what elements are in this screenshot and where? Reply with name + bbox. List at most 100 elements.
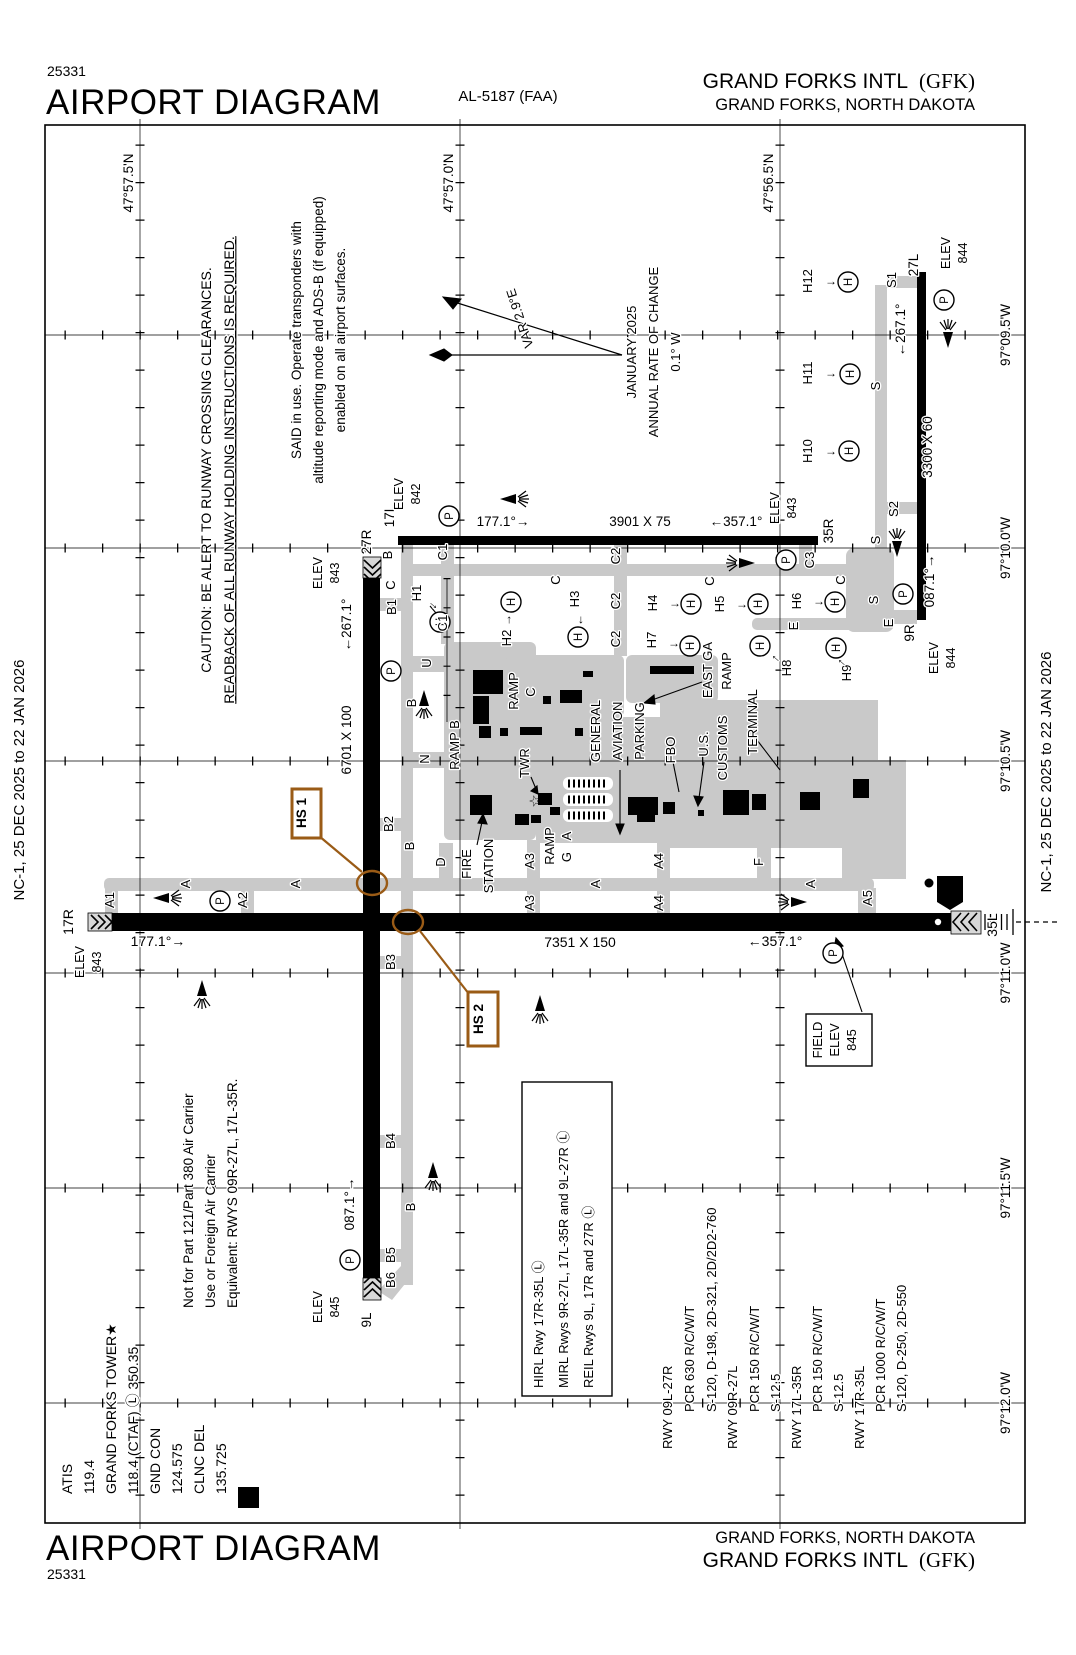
map-label: B [380,551,395,560]
hold-sign-label: A5 [941,886,953,900]
transponder-note: SAID in use. Operate transponders with [289,221,304,459]
map-label: A4 [651,853,666,869]
city-top: GRAND FORKS, NORTH DAKOTA [715,96,975,114]
arrow: → [425,595,443,613]
map-label: H12 [800,269,815,293]
hotspots [290,787,500,1048]
graticule [45,119,1025,1529]
parking-symbol: P [775,549,797,571]
threshold-27R [362,556,382,584]
parking-symbol: P [892,583,914,605]
ramp-label: RAMP [719,652,734,690]
pcr-note: S-120, D-250, 2D-550 [894,1285,909,1412]
map-label: B2 [381,816,396,832]
helipad-symbol: H [567,626,589,648]
map-label: C1 [435,544,450,561]
d-atis-box [238,1487,259,1508]
arrow: → [736,597,748,611]
map-label: H2 [499,630,514,647]
carrier-note: Use or Foreign Air Carrier [203,1154,218,1308]
parking-rows [563,777,613,822]
svg-text:P: P [345,1256,357,1264]
pcr-note: S-12.5 [768,1374,783,1412]
chart-number-bottom: 25331 [47,1566,86,1582]
svg-text:P: P [444,512,456,520]
edition-note-left: NC-1, 25 DEC 2025 to 22 JAN 2026 [11,660,28,901]
ramp-label: RAMP B [447,720,462,770]
transponder-note: enabled on all airport surfaces. [333,248,348,433]
map-label: H6 [789,593,804,610]
helipad-symbol: H [825,637,847,659]
map-label: A [559,831,574,840]
field-elev: ELEV [827,1023,842,1057]
svg-text:H: H [755,642,767,650]
map-label: A4 [651,895,666,911]
runway-id: 9R [902,624,917,642]
svg-text:P: P [828,949,840,957]
fire-station-label: STATION [481,839,496,893]
city-bottom: GRAND FORKS, NORTH DAKOTA [715,1529,975,1547]
arrow: → [825,366,837,380]
ga-parking-label: PARKING [632,702,647,760]
map-label: C2 [608,548,623,565]
parking-symbol: P [822,942,844,964]
arrow: → [669,596,681,610]
map-label: H1 [409,585,424,602]
field-elev-box [805,1013,873,1067]
airport-id-top: (GFK) [919,69,975,93]
map-label: A [588,879,603,888]
customs-label: CUSTOMS [715,715,730,780]
comm-freq: GRAND FORKS TOWER★ [103,1323,119,1494]
map-label: 843 [785,498,799,519]
map-label: S1 [884,272,899,288]
pcr-note: RWY 17L-35R [789,1366,804,1449]
map-label: H9 [839,665,854,682]
map-label: ELEV [311,556,325,589]
threshold-9L [362,1273,382,1301]
map-label: B3 [383,954,398,970]
map-label: A1 [102,892,117,908]
airport-name-top: GRAND FORKS INTL [703,70,908,93]
map-label: A [288,879,303,888]
field-elev: 845 [844,1029,859,1051]
map-label: A [803,879,818,888]
map-label: H10 [800,439,815,463]
pcr-note: RWY 09L-27R [660,1366,675,1449]
ramp-label: C [523,687,538,696]
map-label: S2 [886,501,901,517]
d-atis-symbol: D [237,1494,252,1503]
hotspot-label: HS 2 [471,1004,486,1034]
map-label: C [548,575,563,584]
svg-text:H: H [506,598,518,606]
map-label: C2 [608,631,623,648]
map-label: B6 [383,1272,398,1288]
leader-lines [429,605,863,1013]
runways [87,272,1058,1301]
map-label: H8 [779,660,794,677]
map-label: D [433,857,448,866]
arrow: → [576,614,590,626]
helipad-symbol: H [680,593,702,615]
caution-note: CAUTION: BE ALERT TO RUNWAY CROSSING CLE… [198,267,214,673]
map-label: E [881,618,896,627]
threshold-17R [87,912,114,932]
svg-text:H: H [844,447,856,455]
arrow: → [668,636,680,650]
carrier-note: Not for Part 121/Part 380 Air Carrier [181,1093,196,1308]
map-label: E [786,621,801,630]
pcr-note: PCR 150 R/C/W/T [810,1306,825,1412]
hotspot-1-circle [355,869,389,897]
map-label: A3 [522,895,537,911]
edition-note-right: NC-1, 25 DEC 2025 to 22 JAN 2026 [1038,652,1055,893]
arrow: → [825,274,837,288]
lighting-note: MIRL Rwys 9R-27L, 17L-35R and 9L-27R Ⓛ [556,1131,571,1388]
lon-label: 97°11.0'W [998,942,1013,1003]
arrow: → [500,614,514,626]
lon-label: 97°09.5'W [998,304,1013,366]
map-label: C2 [608,593,623,610]
map-label: ELEV [939,236,953,269]
map-label: ELEV [73,945,87,978]
helipad-symbol: H [429,611,451,633]
